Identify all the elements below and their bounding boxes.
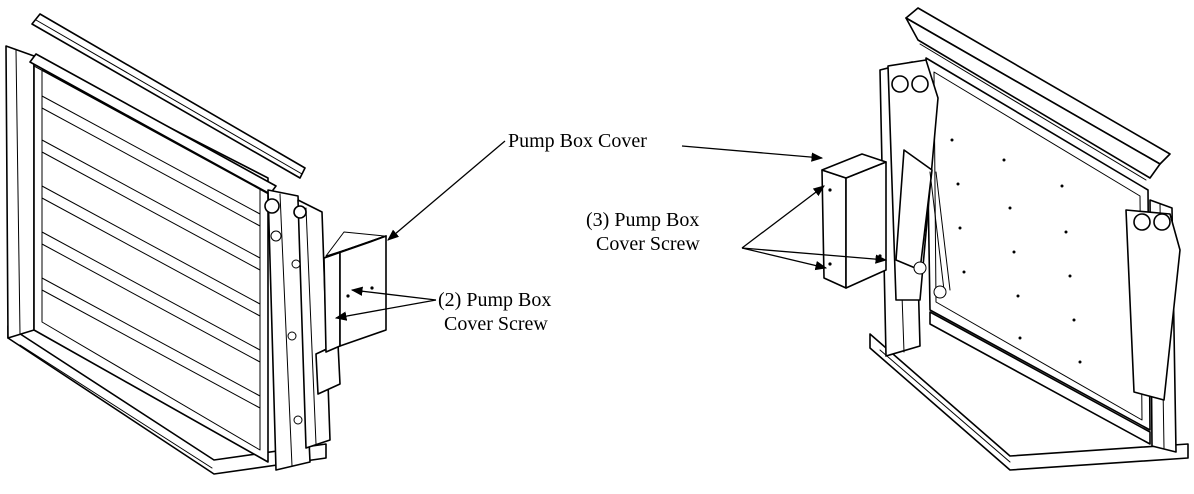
right-leveler-unit [821, 7, 1189, 471]
callout-pointers [334, 140, 888, 321]
label-left-screw-line1: (2) Pump Box [438, 289, 551, 311]
right-screw-pointer-1 [741, 185, 825, 249]
left-screw-pointer-2 [334, 299, 437, 321]
left-leveler-unit [5, 13, 387, 475]
right-pump-box [821, 153, 887, 289]
label-right-screw-line1: (3) Pump Box [586, 209, 699, 231]
cover-pointer-right [681, 145, 824, 162]
label-pump-box-cover: Pump Box Cover [508, 130, 647, 152]
right-screw-pointer-3 [741, 247, 828, 271]
left-pump-box [323, 231, 387, 353]
plate-rivets [950, 138, 1082, 364]
label-left-screw-line2: Cover Screw [444, 313, 548, 335]
label-right-screw-line2: Cover Screw [596, 233, 700, 255]
left-screw-pointer-1 [350, 286, 437, 301]
right-screw-pointer-2 [741, 247, 888, 264]
cover-pointer-left [387, 140, 506, 241]
